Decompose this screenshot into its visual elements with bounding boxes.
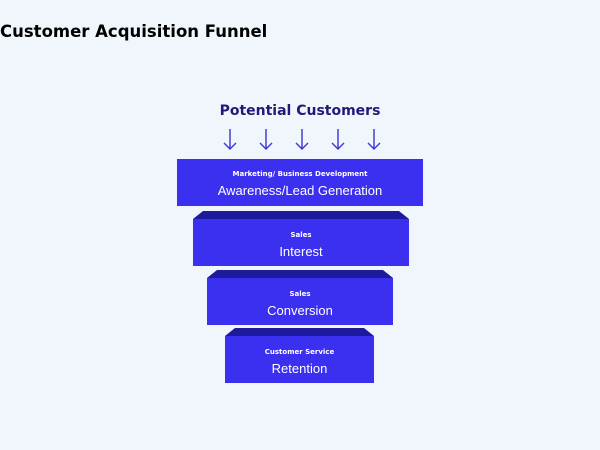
funnel-stage-conversion: Sales Conversion — [207, 270, 393, 325]
stage-department: Marketing/ Business Development — [232, 170, 368, 178]
stage-name: Awareness/Lead Generation — [217, 183, 383, 198]
page-title: Customer Acquisition Funnel — [0, 22, 268, 41]
stage-department: Sales — [290, 231, 312, 239]
funnel-stage-retention: Customer Service Retention — [225, 328, 374, 383]
stage-name: Retention — [271, 361, 328, 376]
funnel-stage-awareness: Marketing/ Business Development Awarenes… — [177, 159, 423, 206]
stage-top-bevel — [207, 270, 393, 278]
funnel-header: Potential Customers — [219, 103, 381, 119]
arrow-down-icon — [223, 129, 237, 150]
funnel-stage-interest: Sales Interest — [193, 211, 409, 266]
arrow-down-icon — [259, 129, 273, 150]
arrow-row — [220, 128, 385, 152]
arrow-down-icon — [367, 129, 381, 150]
stage-department: Customer Service — [264, 348, 335, 356]
stage-top-bevel — [225, 328, 374, 336]
stage-top-bevel — [193, 211, 409, 219]
arrow-down-icon — [295, 129, 309, 150]
stage-name: Conversion — [267, 303, 333, 318]
stage-name: Interest — [279, 244, 323, 259]
stage-department: Sales — [289, 290, 311, 298]
arrow-down-icon — [331, 129, 345, 150]
